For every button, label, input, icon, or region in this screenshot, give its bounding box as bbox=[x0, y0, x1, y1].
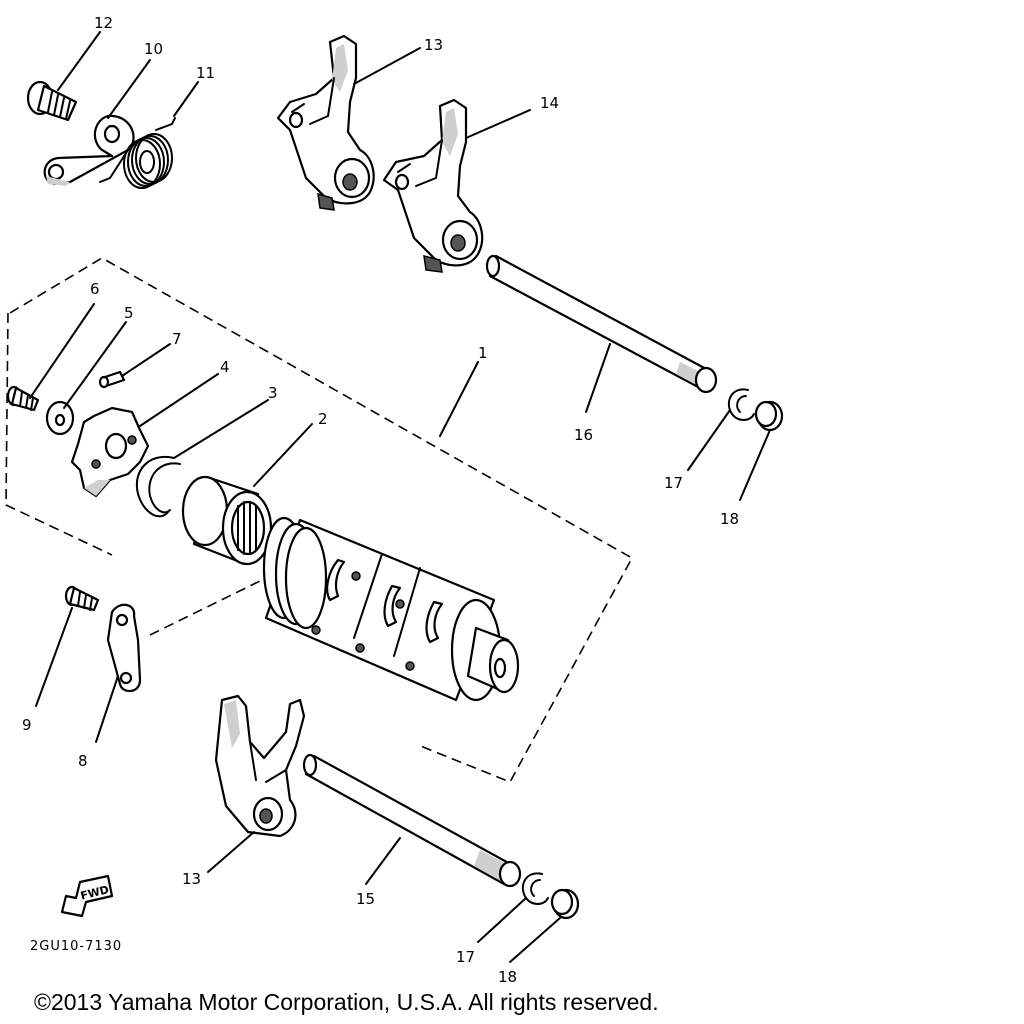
part-2-bearing[interactable] bbox=[181, 475, 273, 566]
label-16: 16 bbox=[574, 426, 593, 444]
part-9-screw[interactable] bbox=[64, 585, 100, 612]
part-3-circlip[interactable] bbox=[135, 455, 181, 518]
label-13-bottom: 13 bbox=[182, 870, 201, 888]
label-11: 11 bbox=[196, 64, 215, 82]
label-6: 6 bbox=[90, 280, 100, 298]
fwd-arrow-icon: FWD bbox=[60, 874, 114, 918]
part-1-shift-cam[interactable] bbox=[262, 516, 520, 702]
label-10: 10 bbox=[144, 40, 163, 58]
part-18-cap-top[interactable] bbox=[754, 400, 784, 432]
label-12: 12 bbox=[94, 14, 113, 32]
label-18-top: 18 bbox=[720, 510, 739, 528]
part-5-washer[interactable] bbox=[45, 400, 75, 436]
label-5: 5 bbox=[124, 304, 134, 322]
part-labels: 12 10 11 13 14 6 5 7 4 3 2 1 16 17 18 9 … bbox=[22, 14, 739, 986]
label-15: 15 bbox=[356, 890, 375, 908]
part-11-torsion-spring[interactable] bbox=[99, 117, 176, 189]
label-9: 9 bbox=[22, 716, 32, 734]
label-14: 14 bbox=[540, 94, 559, 112]
copyright-notice: ©2013 Yamaha Motor Corporation, U.S.A. A… bbox=[34, 989, 659, 1015]
label-4: 4 bbox=[220, 358, 230, 376]
label-13-top: 13 bbox=[424, 36, 443, 54]
leader-lines bbox=[29, 31, 771, 963]
part-4-cam-segment[interactable] bbox=[70, 406, 150, 498]
label-2: 2 bbox=[318, 410, 328, 428]
label-8: 8 bbox=[78, 752, 88, 770]
label-18-bottom: 18 bbox=[498, 968, 517, 986]
part-17-circlip-top[interactable] bbox=[727, 388, 755, 421]
part-14-shift-fork[interactable] bbox=[382, 98, 484, 273]
part-15-guide-bar[interactable] bbox=[302, 753, 522, 888]
part-12-bolt[interactable] bbox=[26, 80, 78, 122]
diagram-code: 2GU10-7130 bbox=[30, 939, 122, 954]
part-7-dowel-pin[interactable] bbox=[98, 370, 126, 389]
assembly-boundary bbox=[5, 257, 634, 784]
part-13-shift-fork-top[interactable] bbox=[276, 34, 375, 211]
label-7: 7 bbox=[172, 330, 182, 348]
part-8-stopper-plate[interactable] bbox=[106, 603, 142, 693]
part-13-shift-fork-bottom[interactable] bbox=[214, 694, 306, 838]
label-1: 1 bbox=[478, 344, 488, 362]
label-17-bottom: 17 bbox=[456, 948, 475, 966]
part-6-screw[interactable] bbox=[6, 385, 40, 412]
part-10-stopper-lever[interactable] bbox=[43, 114, 135, 186]
part-16-guide-bar[interactable] bbox=[485, 254, 718, 394]
label-17-top: 17 bbox=[664, 474, 683, 492]
part-17-circlip-bottom[interactable] bbox=[521, 872, 549, 905]
label-3: 3 bbox=[268, 384, 278, 402]
part-18-cap-bottom[interactable] bbox=[550, 888, 580, 920]
